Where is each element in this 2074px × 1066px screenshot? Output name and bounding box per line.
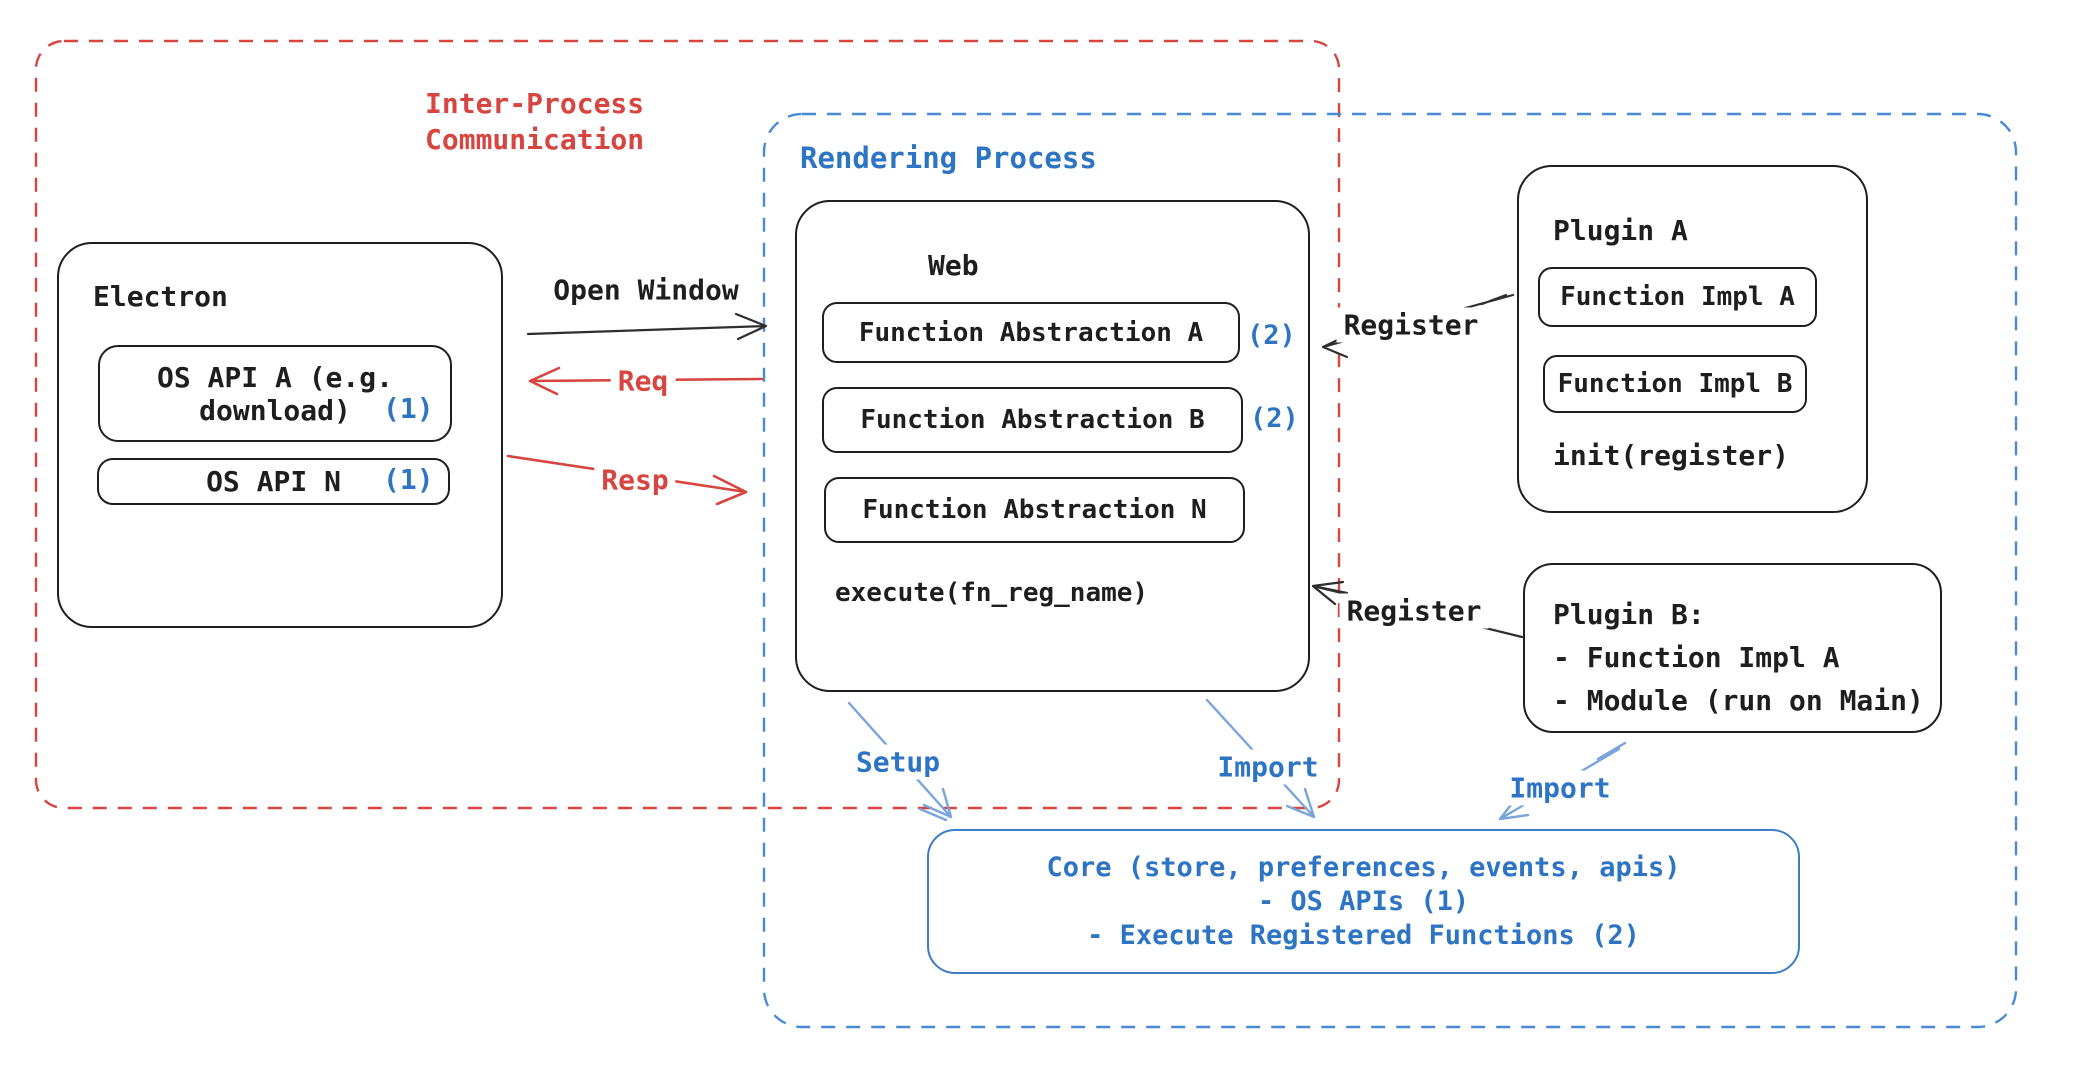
os-api-a-label-line2: download) (199, 393, 351, 427)
core-box: Core (store, preferences, events, apis) … (927, 829, 1800, 974)
ipc-label-line2: Communication (425, 123, 645, 156)
os-api-n-ref-number: (1) (383, 463, 434, 496)
open-window-label: Open Window (553, 273, 739, 307)
req-label: Req (610, 363, 676, 399)
plugin-b-item-module: - Module (run on Main) (1553, 684, 1924, 717)
function-abstraction-n-box: Function Abstraction N (824, 477, 1245, 543)
plugin-a-title: Plugin A (1553, 214, 1688, 247)
function-abstraction-a-ref-number: (2) (1247, 320, 1296, 351)
ipc-label: Inter-Process Communication (425, 86, 644, 158)
init-register-label: init(register) (1553, 439, 1790, 472)
register-label-top: Register (1336, 307, 1486, 343)
function-abstraction-b-box: Function Abstraction B (822, 387, 1243, 453)
open-window-arrow (526, 312, 768, 341)
rendering-process-label: Rendering Process (800, 141, 1097, 175)
resp-label: Resp (594, 462, 676, 498)
function-abstraction-b-ref-number: (2) (1250, 403, 1299, 434)
function-abstraction-b-label: Function Abstraction B (860, 405, 1205, 435)
execute-label: execute(fn_reg_name) (835, 578, 1149, 608)
core-line-2: - OS APIs (1) (1257, 885, 1470, 917)
plugin-b-item-function-impl-a: - Function Impl A (1553, 641, 1840, 674)
import-label-right: Import (1502, 770, 1618, 806)
function-abstraction-a-box: Function Abstraction A (822, 302, 1240, 363)
core-line-1: Core (store, preferences, events, apis) (1046, 851, 1681, 883)
web-title: Web (928, 249, 979, 282)
os-api-n-label: OS API N (206, 465, 341, 498)
electron-title: Electron (93, 280, 228, 313)
setup-label: Setup (848, 744, 948, 780)
import-label-mid: Import (1210, 749, 1326, 785)
plugin-b-content: Plugin B: - Function Impl A - Module (ru… (1553, 593, 1924, 722)
os-api-a-ref-number: (1) (383, 392, 434, 425)
os-api-a-label-line1: OS API A (e.g. (156, 360, 393, 394)
function-abstraction-n-label: Function Abstraction N (862, 495, 1207, 525)
ipc-label-line1: Inter-Process (425, 87, 645, 120)
function-impl-a-label: Function Impl A (1560, 282, 1795, 312)
function-impl-b-label: Function Impl B (1557, 369, 1793, 399)
plugin-b-title: Plugin B: (1553, 598, 1705, 631)
function-impl-a-box: Function Impl A (1538, 267, 1817, 327)
register-label-bottom: Register (1339, 593, 1489, 629)
function-abstraction-a-label: Function Abstraction A (858, 317, 1204, 348)
function-impl-b-box: Function Impl B (1543, 355, 1807, 413)
core-line-3: - Execute Registered Functions (2) (1087, 919, 1640, 951)
